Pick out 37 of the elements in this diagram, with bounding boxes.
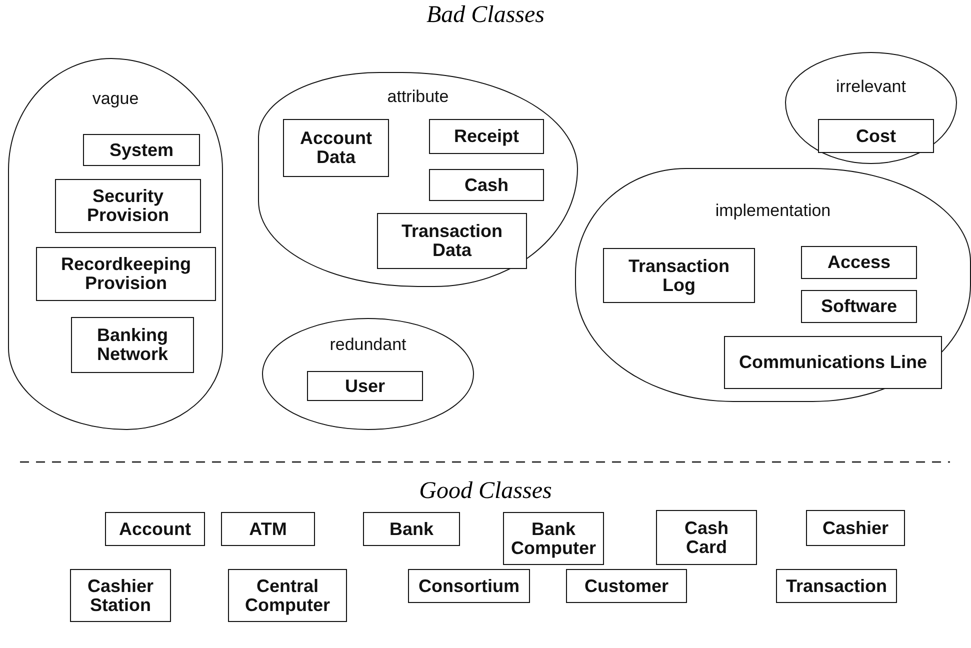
class-box: Receipt: [429, 119, 544, 154]
category-outline: [785, 52, 957, 164]
category-label: implementation: [715, 201, 831, 221]
category-outline: [258, 72, 578, 287]
class-box: Transaction: [776, 569, 897, 603]
class-box: Account Data: [283, 119, 389, 177]
class-box: Banking Network: [71, 317, 194, 373]
class-box: Transaction Data: [377, 213, 527, 269]
class-box: Cash: [429, 169, 544, 201]
class-box: Software: [801, 290, 917, 323]
category-label: irrelevant: [836, 77, 906, 97]
class-box: Access: [801, 246, 917, 279]
heading: Good Classes: [419, 478, 552, 505]
class-box: Bank Computer: [503, 512, 604, 565]
class-box: ATM: [221, 512, 315, 546]
class-box: Account: [105, 512, 205, 546]
class-box: User: [307, 371, 423, 401]
category-label: attribute: [387, 87, 449, 107]
category-label: vague: [92, 89, 139, 109]
class-box: Cash Card: [656, 510, 757, 565]
class-box: Security Provision: [55, 179, 201, 233]
class-box: Consortium: [408, 569, 530, 603]
heading: Bad Classes: [426, 2, 544, 29]
category-outline: [262, 318, 474, 430]
class-box: Cashier Station: [70, 569, 171, 622]
class-box: Communications Line: [724, 336, 942, 389]
class-box: Transaction Log: [603, 248, 755, 303]
class-box: Customer: [566, 569, 687, 603]
category-label: redundant: [330, 335, 406, 355]
class-box: System: [83, 134, 200, 166]
class-box: Recordkeeping Provision: [36, 247, 216, 301]
category-outline: [8, 58, 223, 430]
class-box: Cashier: [806, 510, 905, 546]
category-outline: [575, 168, 971, 402]
class-box: Cost: [818, 119, 934, 153]
class-box: Central Computer: [228, 569, 347, 622]
class-box: Bank: [363, 512, 460, 546]
